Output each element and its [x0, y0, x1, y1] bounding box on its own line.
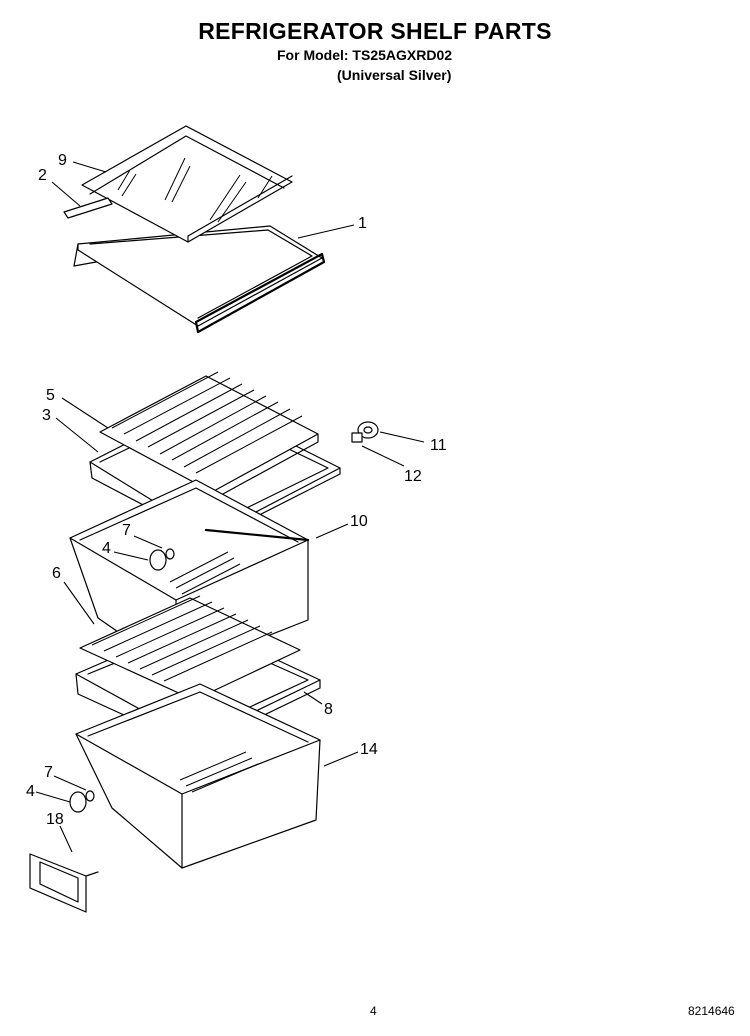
leader-lines	[35, 161, 425, 853]
callout-2: 2	[38, 167, 47, 184]
variant-line: (Universal Silver)	[337, 67, 452, 83]
callout-labels: 9 2 1 5 3 11 12 7 4 10 6 8 14 7 4 18	[26, 152, 447, 828]
callout-8: 8	[324, 701, 333, 718]
upper-crisper-drawer	[69, 479, 310, 673]
document-number: 8214646	[688, 1004, 735, 1018]
callout-1: 1	[358, 215, 367, 232]
callout-9: 9	[58, 152, 67, 169]
callout-4-upper: 4	[102, 540, 111, 557]
callout-7-lower: 7	[44, 764, 53, 781]
callout-14: 14	[360, 741, 378, 758]
lower-crisper-drawer	[69, 683, 321, 869]
lower-crisper-cover	[75, 595, 321, 749]
callout-11: 11	[430, 437, 447, 454]
label-holder	[29, 853, 99, 913]
page-number: 4	[370, 1004, 377, 1018]
glass-shelf-assembly	[63, 125, 326, 334]
callout-5: 5	[46, 387, 55, 404]
page-title: REFRIGERATOR SHELF PARTS	[198, 18, 552, 44]
callout-10: 10	[350, 513, 368, 530]
callout-3: 3	[42, 407, 51, 424]
callout-6: 6	[52, 565, 61, 582]
roller-parts	[351, 421, 379, 443]
callout-12: 12	[404, 468, 422, 485]
callout-4-lower: 4	[26, 783, 35, 800]
model-line: For Model: TS25AGXRD02	[277, 47, 453, 63]
callout-18: 18	[46, 811, 64, 828]
callout-7-upper: 7	[122, 522, 131, 539]
